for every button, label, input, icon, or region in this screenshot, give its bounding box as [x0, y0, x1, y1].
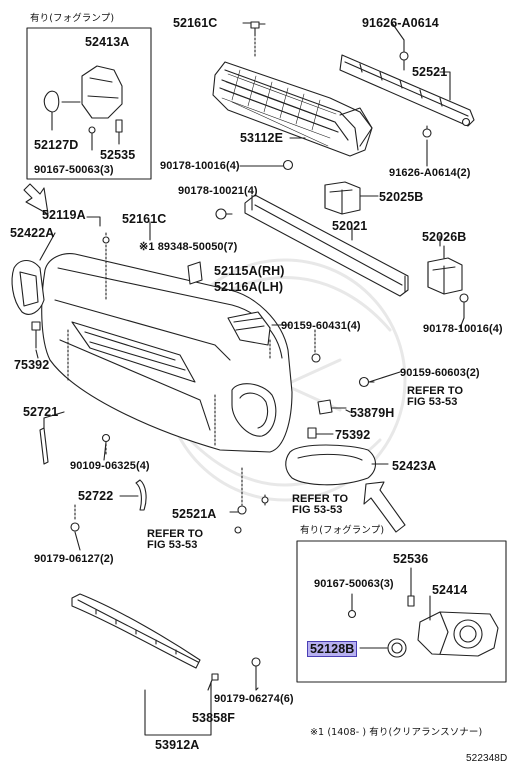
clip-52161c-top	[250, 21, 266, 59]
nut-90178-10016-a	[282, 159, 294, 171]
part-label-52721[interactable]: 52721	[23, 405, 59, 419]
part-label-90167-50063-top[interactable]: 90167-50063(3)	[34, 164, 114, 176]
inset-box-top	[26, 27, 152, 180]
inset-bottom-artwork	[347, 567, 499, 658]
part-label-52413a[interactable]: 52413A	[85, 35, 130, 49]
lower-spoiler-53912a	[71, 593, 261, 736]
part-label-90178-10016-b[interactable]: 90178-10016(4)	[423, 323, 503, 335]
part-label-52115a[interactable]: 52115A(RH)	[214, 264, 285, 278]
part-label-52422a[interactable]: 52422A	[10, 226, 55, 240]
part-label-90179-06274[interactable]: 90179-06274(6)	[214, 693, 294, 705]
strip-52722	[135, 479, 147, 511]
reinforcement-52021	[244, 194, 409, 297]
part-label-52025b[interactable]: 52025B	[379, 190, 424, 204]
bracket-52115a	[187, 261, 271, 346]
part-label-52535[interactable]: 52535	[100, 148, 136, 162]
footnote: ※1 (1408- ) 有り(クリアランスソナー)	[310, 727, 483, 738]
figure-code: 522348D	[466, 753, 508, 764]
inset-top-title: 有り(フォグランプ)	[30, 13, 115, 24]
part-label-52026b[interactable]: 52026B	[422, 230, 467, 244]
part-label-91626-a0614[interactable]: 91626-A0614	[362, 16, 439, 30]
refer-note-a-line2[interactable]: FIG 53-53	[407, 396, 458, 408]
bumper-cover-52119a	[41, 253, 293, 453]
part-label-53912a[interactable]: 53912A	[155, 738, 200, 752]
inset-bottom-title: 有り(フォグランプ)	[300, 525, 385, 536]
part-label-52414[interactable]: 52414	[432, 583, 468, 597]
part-label-52128b-highlighted[interactable]: 52128B	[307, 641, 358, 657]
direction-arrow-upper	[23, 183, 49, 215]
clip-53879h	[317, 399, 333, 415]
refer-note-b-line2[interactable]: FIG 53-53	[292, 504, 343, 516]
direction-arrow-lower	[363, 481, 406, 533]
part-label-90167-50063-bottom[interactable]: 90167-50063(3)	[314, 578, 394, 590]
side-piece-52423a	[285, 444, 389, 486]
part-label-52119a[interactable]: 52119A	[42, 208, 86, 222]
part-label-75392-b[interactable]: 75392	[335, 428, 371, 442]
strip-52721	[39, 427, 49, 465]
part-label-52423a[interactable]: 52423A	[392, 459, 437, 473]
part-label-90109-06325[interactable]: 90109-06325(4)	[70, 460, 150, 472]
clip-75392-b	[307, 427, 317, 439]
clip-75392-a	[31, 321, 41, 331]
part-label-53112e[interactable]: 53112E	[240, 131, 284, 145]
part-label-89348-50050[interactable]: ※1 89348-50050(7)	[139, 241, 238, 253]
part-label-91626-a0614-2[interactable]: 91626-A0614(2)	[389, 167, 471, 179]
refer-note-c-line1[interactable]: REFER TO	[147, 528, 204, 540]
leader-lines	[35, 22, 465, 691]
part-label-52021[interactable]: 52021	[332, 219, 368, 233]
part-label-52722[interactable]: 52722	[78, 489, 114, 503]
part-label-52127d[interactable]: 52127D	[34, 138, 79, 152]
part-label-53879h[interactable]: 53879H	[350, 406, 395, 420]
part-label-90178-10021[interactable]: 90178-10021(4)	[178, 185, 258, 197]
refer-note-a-line1[interactable]: REFER TO	[407, 385, 464, 397]
bracket-52026b	[427, 245, 469, 319]
part-label-90159-60603[interactable]: 90159-60603(2)	[400, 367, 480, 379]
inset-box-bottom	[296, 540, 507, 683]
nut-90178-10021	[215, 208, 227, 220]
part-label-52536[interactable]: 52536	[393, 552, 429, 566]
part-label-52116a[interactable]: 52116A(LH)	[214, 280, 284, 294]
refer-note-b-line1[interactable]: REFER TO	[292, 493, 349, 505]
part-label-75392-a[interactable]: 75392	[14, 358, 50, 372]
part-label-52161c-top[interactable]: 52161C	[173, 16, 218, 30]
grille-53112e	[212, 61, 373, 157]
inset-top-artwork	[43, 65, 123, 151]
part-label-53858f[interactable]: 53858F	[192, 711, 235, 725]
part-label-90159-60431[interactable]: 90159-60431(4)	[281, 320, 361, 332]
part-label-52161c-mid[interactable]: 52161C	[122, 212, 167, 226]
bracket-52025b	[324, 181, 376, 215]
part-label-90178-10016-a[interactable]: 90178-10016(4)	[160, 160, 240, 172]
part-label-52521a[interactable]: 52521A	[172, 507, 217, 521]
refer-note-c-line2[interactable]: FIG 53-53	[147, 539, 198, 551]
side-piece-52422a	[11, 259, 45, 315]
part-label-52521[interactable]: 52521	[412, 65, 448, 79]
part-label-90179-06127[interactable]: 90179-06127(2)	[34, 553, 114, 565]
